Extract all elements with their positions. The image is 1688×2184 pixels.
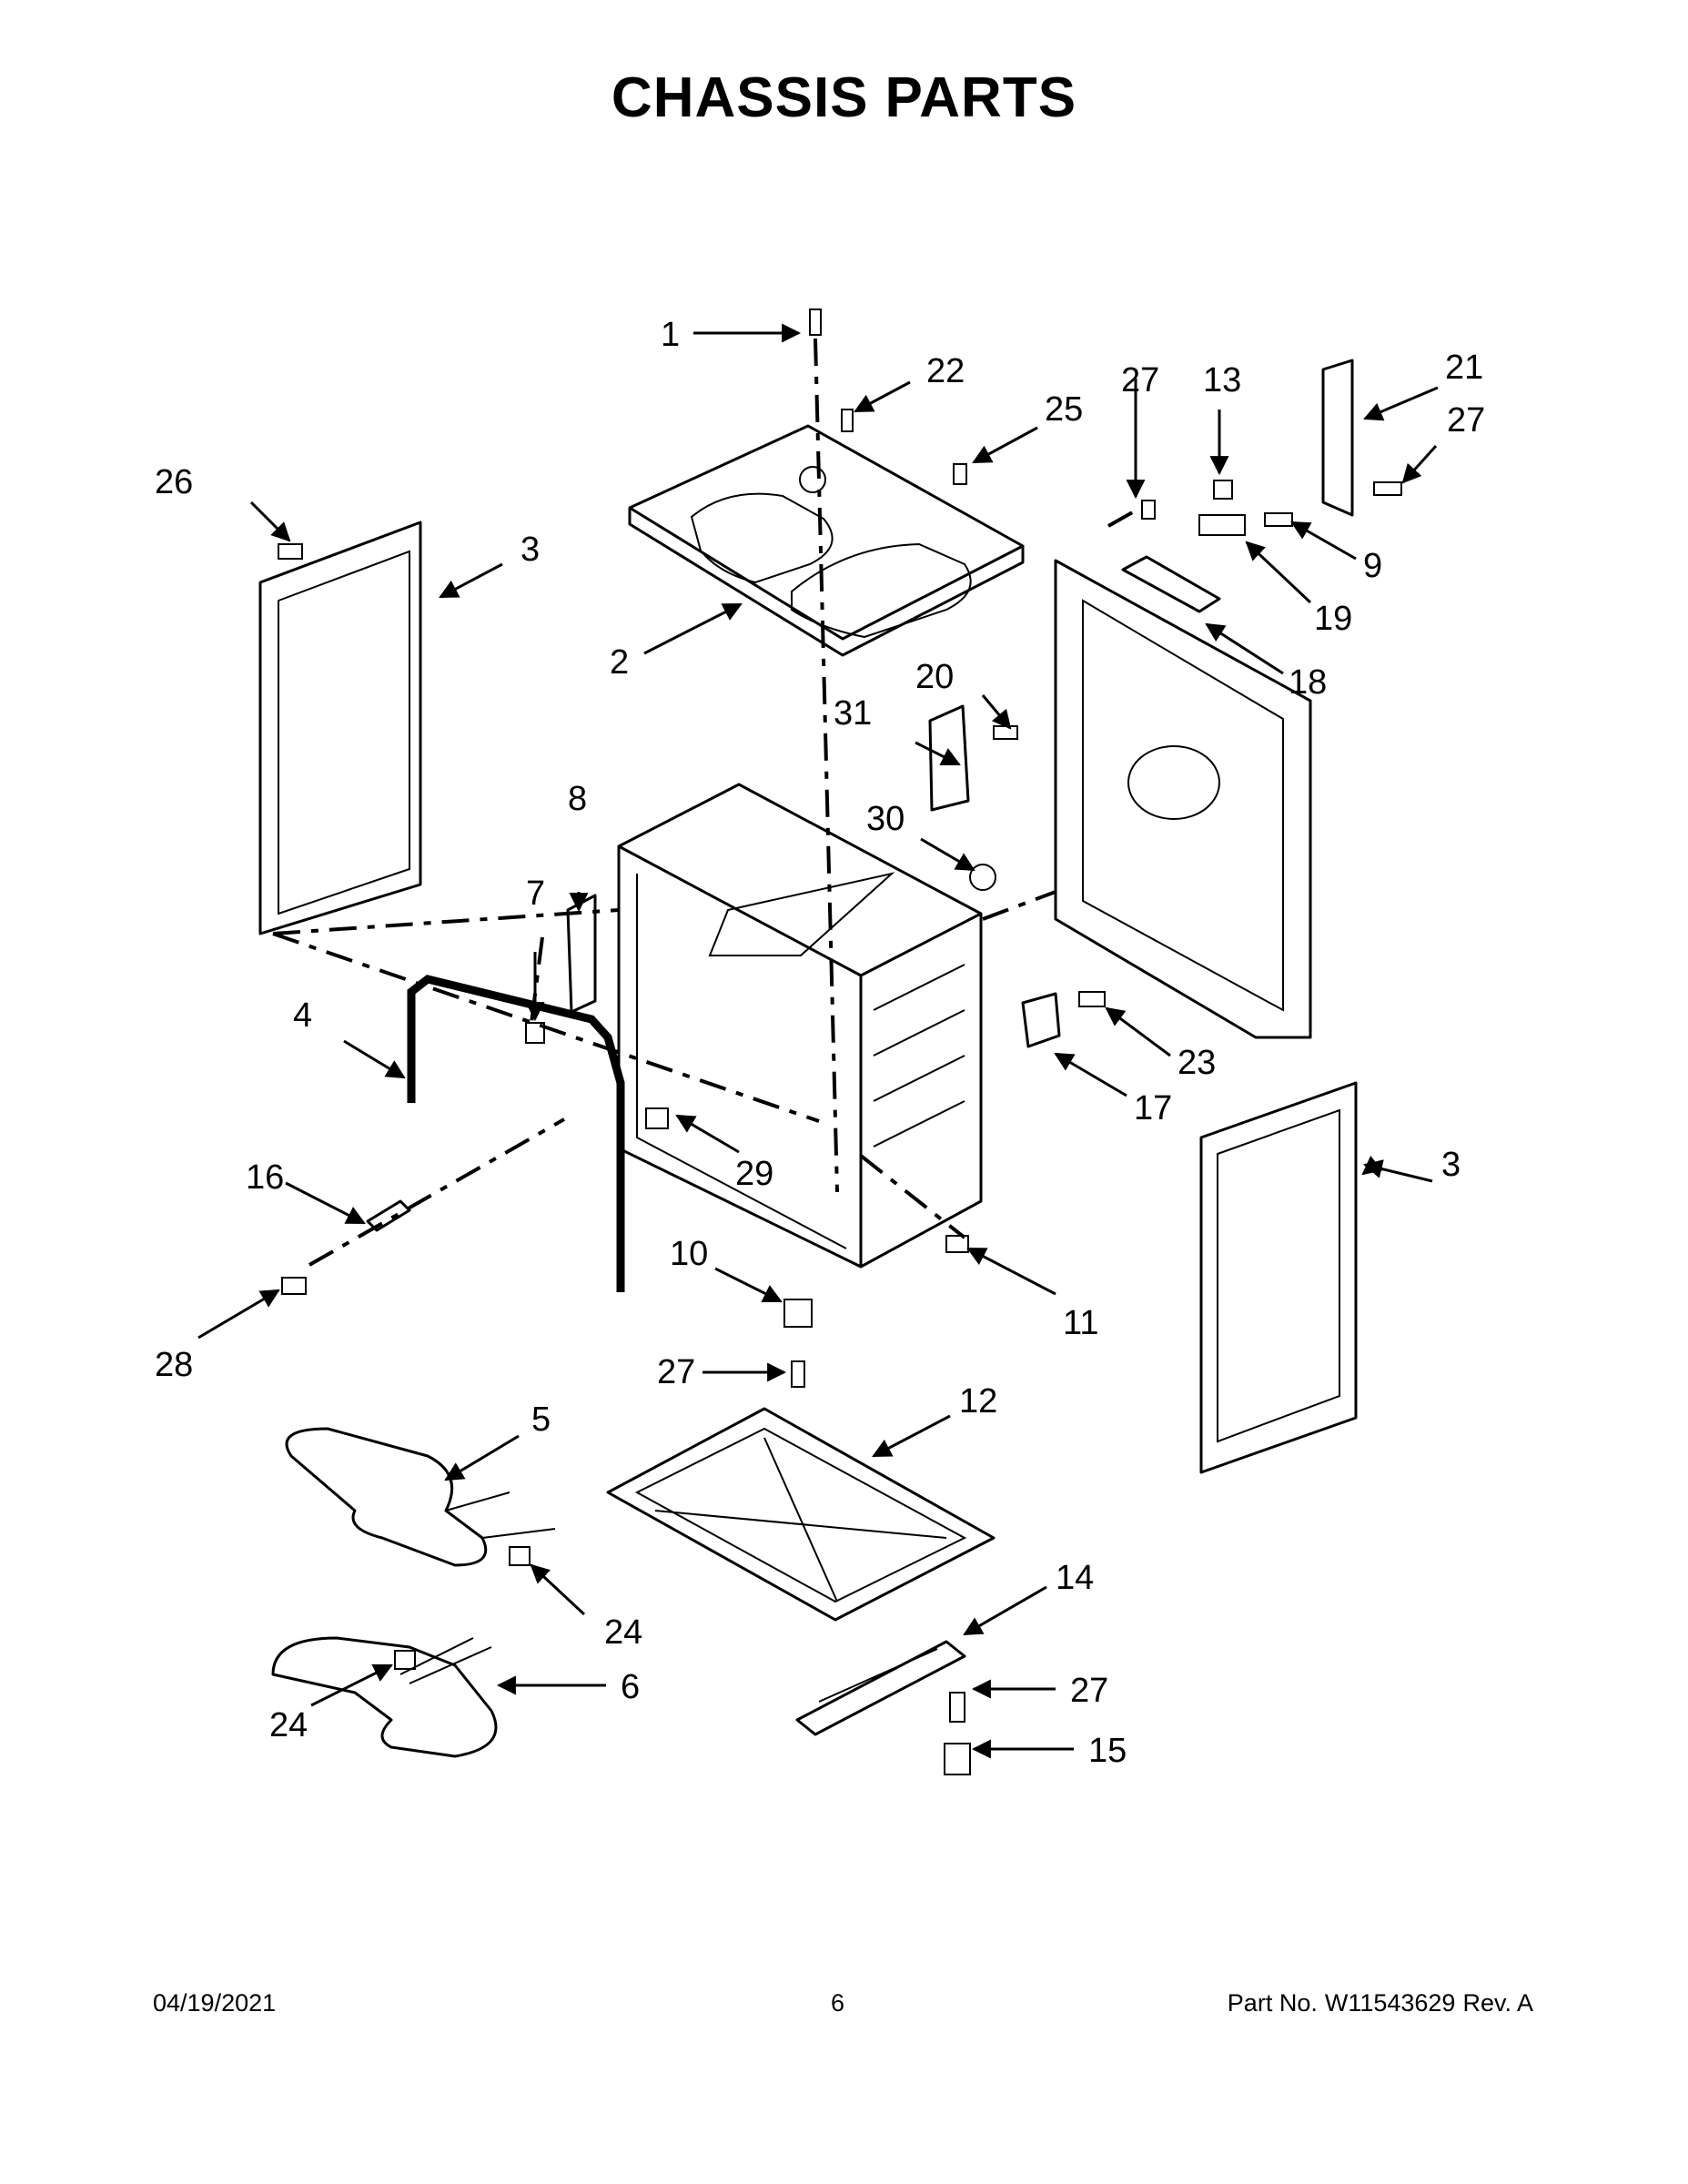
callout-27-right: 27: [1447, 401, 1485, 440]
callout-1: 1: [661, 316, 680, 354]
door-gasket: [407, 975, 625, 1292]
oven-cavity: [617, 783, 983, 1269]
callout-4: 4: [293, 996, 312, 1035]
anti-tip-bracket: [795, 1640, 966, 1736]
revision: Rev. A: [1462, 1989, 1533, 2017]
callout-5: 5: [531, 1400, 551, 1439]
callout-22: 22: [926, 352, 965, 390]
left-side-panel: [258, 521, 422, 935]
assembly-lines: [272, 338, 1138, 1267]
callout-21: 21: [1445, 349, 1483, 387]
callout-18: 18: [1289, 663, 1327, 702]
bottom-panel: [606, 1407, 996, 1622]
callout-27-bottom: 27: [1070, 1672, 1108, 1710]
leader-arrows: [197, 323, 1439, 1759]
callout-27-top: 27: [1121, 361, 1159, 399]
callout-6: 6: [621, 1668, 640, 1706]
callout-25: 25: [1045, 390, 1083, 429]
callout-30: 30: [866, 800, 905, 838]
callout-16: 16: [246, 1158, 284, 1197]
right-side-panel: [1199, 1081, 1358, 1474]
callout-24-lower: 24: [269, 1706, 308, 1744]
top-panel: [628, 424, 1025, 657]
callout-17: 17: [1134, 1089, 1172, 1127]
callout-20: 20: [915, 658, 954, 696]
footer-page-number: 6: [831, 1989, 845, 2017]
part-number: W11543629: [1324, 1989, 1456, 2017]
callout-15: 15: [1088, 1732, 1127, 1770]
callout-26: 26: [155, 463, 193, 501]
callout-10: 10: [670, 1235, 708, 1273]
hardware-parts: [278, 308, 1402, 1775]
callout-9: 9: [1363, 547, 1382, 585]
footer-date: 04/19/2021: [153, 1989, 277, 2017]
callout-13: 13: [1203, 361, 1241, 399]
callout-14: 14: [1056, 1559, 1094, 1597]
callout-31: 31: [834, 694, 872, 733]
callout-27-center: 27: [657, 1353, 695, 1391]
callout-3-left: 3: [521, 531, 540, 569]
callout-11: 11: [1063, 1304, 1098, 1342]
callout-19: 19: [1314, 600, 1352, 638]
callout-7: 7: [526, 875, 545, 913]
callout-labels: 1 22 25 2 26 3 3 4 8 7 27 13 21 27 9 19 …: [155, 316, 1485, 1770]
callout-29: 29: [735, 1155, 773, 1193]
callout-24-upper: 24: [604, 1613, 642, 1652]
back-panel: [1054, 559, 1312, 1039]
callout-28: 28: [155, 1346, 193, 1384]
callout-8: 8: [568, 780, 587, 818]
callout-2: 2: [610, 643, 629, 682]
callout-23: 23: [1178, 1044, 1216, 1082]
callout-12: 12: [959, 1382, 997, 1421]
part-label: Part No.: [1227, 1989, 1318, 2017]
callout-3-right: 3: [1441, 1146, 1461, 1184]
bake-element: [285, 1427, 556, 1567]
